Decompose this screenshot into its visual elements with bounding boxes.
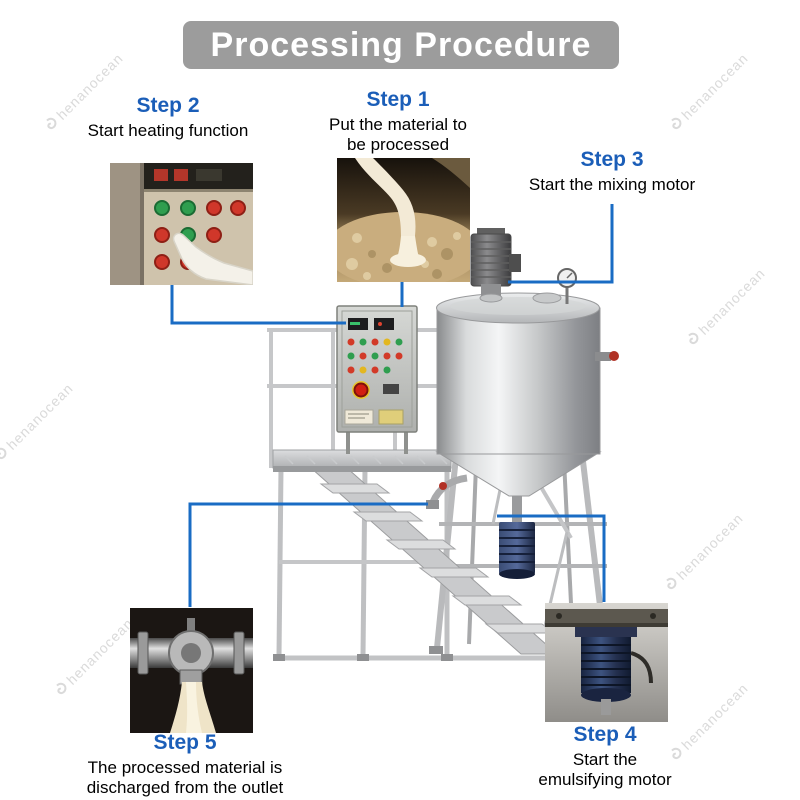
material-pouring-photo (337, 158, 470, 282)
step4-description: Start the emulsifying motor (538, 750, 672, 790)
watermark: henanocean (665, 50, 751, 136)
step3-block: Step 3 Start the mixing motor (502, 148, 722, 195)
watermark-text: henanocean (678, 679, 752, 753)
watermark: henanocean (682, 265, 768, 351)
step2-description: Start heating function (87, 121, 249, 140)
step4-block: Step 4 Start the emulsifying motor (530, 723, 680, 791)
watermark: henanocean (665, 680, 751, 766)
watermark: henanocean (660, 510, 746, 596)
step3-label: Step 3 (580, 148, 644, 171)
swirl-logo-icon (688, 332, 699, 345)
step1-description: Put the material to be processed (329, 115, 467, 155)
outlet-discharge-photo (130, 608, 253, 733)
step5-block: Step 5 The processed material is dischar… (75, 731, 295, 799)
watermark: henanocean (0, 380, 76, 466)
emulsifying-motor-photo (545, 603, 668, 722)
step2-block: Step 2 Start heating function (48, 94, 288, 141)
watermark-text: henanocean (63, 614, 137, 688)
step1-label: Step 1 (366, 88, 430, 111)
watermark-text: henanocean (695, 264, 769, 338)
step2-label: Step 2 (136, 94, 200, 117)
control-panel-hand-photo (110, 163, 253, 285)
watermark: henanocean (50, 615, 136, 701)
swirl-logo-icon (671, 117, 682, 130)
watermark-text: henanocean (3, 379, 77, 453)
watermark-text: henanocean (678, 49, 752, 123)
step4-label: Step 4 (573, 723, 637, 746)
swirl-logo-icon (671, 747, 682, 760)
pointing-hand (172, 232, 253, 285)
step5-label: Step 5 (153, 731, 217, 754)
step1-block: Step 1 Put the material to be processed (323, 88, 473, 156)
swirl-logo-icon (0, 447, 7, 460)
title-banner: Processing Procedure (183, 21, 619, 69)
step5-description: The processed material is discharged fro… (86, 758, 284, 798)
swirl-logo-icon (666, 577, 677, 590)
step3-description: Start the mixing motor (528, 175, 696, 194)
watermark: henanocean (40, 50, 126, 136)
page-title: Processing Procedure (210, 25, 592, 64)
swirl-logo-icon (56, 682, 67, 695)
swirl-logo-icon (46, 117, 57, 130)
